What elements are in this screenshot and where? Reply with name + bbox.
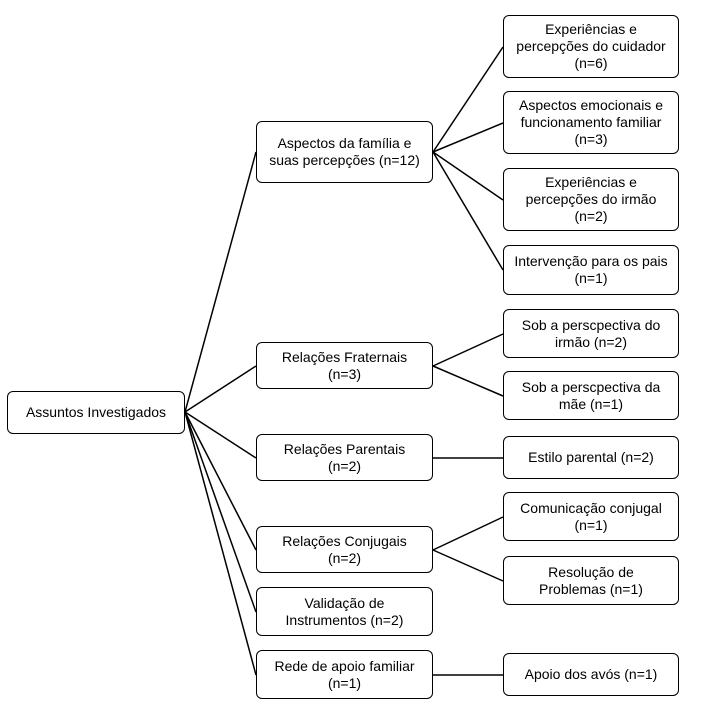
- leaf-node-sibling-perspective: Sob a perscpectiva do irmão (n=2): [503, 309, 679, 358]
- leaf-node-mother-perspective: Sob a perscpectiva da mãe (n=1): [503, 371, 679, 420]
- leaf-label: Aspectos emocionais e funcionamento fami…: [519, 97, 663, 147]
- connector-line: [184, 151, 257, 413]
- leaf-label: Intervenção para os pais (n=1): [514, 253, 668, 286]
- connector-line: [432, 549, 504, 582]
- connector-line: [432, 151, 504, 271]
- leaf-node-parent-intervention: Intervenção para os pais (n=1): [503, 245, 679, 295]
- category-node-parental-relations: Relações Parentais (n=2): [256, 434, 433, 481]
- root-label: Assuntos Investigados: [25, 404, 167, 420]
- leaf-label: Estilo parental (n=2): [528, 449, 654, 465]
- category-node-family-perceptions: Aspectos da família e suas percepções (n…: [256, 121, 433, 183]
- leaf-node-caregiver-experiences: Experiências e percepções do cuidador (n…: [503, 15, 679, 78]
- connector-line: [432, 46, 504, 153]
- category-label: Relações Fraternais (n=3): [281, 348, 408, 382]
- connector-line: [432, 516, 504, 551]
- leaf-node-grandparent-support: Apoio dos avós (n=1): [503, 653, 679, 696]
- leaf-label: Sob a perscpectiva da mãe (n=1): [521, 378, 661, 412]
- category-node-instrument-validation: Validação de Instrumentos (n=2): [256, 587, 433, 636]
- leaf-label: Comunicação conjugal (n=1): [520, 499, 662, 533]
- leaf-label: Apoio dos avós (n=1): [524, 666, 658, 682]
- connector-line: [432, 122, 504, 153]
- leaf-node-emotional-aspects: Aspectos emocionais e funcionamento fami…: [503, 91, 679, 154]
- leaf-label: Sob a perscpectiva do irmão (n=2): [521, 316, 661, 350]
- connector-line: [184, 411, 257, 459]
- category-label: Aspectos da família e suas percepções (n…: [269, 135, 420, 168]
- category-node-fraternal-relations: Relações Fraternais (n=3): [256, 342, 433, 389]
- leaf-node-sibling-experiences: Experiências e percepções do irmão (n=2): [503, 168, 679, 231]
- connector-line: [184, 365, 257, 413]
- category-label: Relações Conjugais (n=2): [282, 532, 407, 566]
- connector-line: [184, 411, 257, 551]
- leaf-label: Experiências e percepções do irmão (n=2): [525, 174, 657, 224]
- root-node: Assuntos Investigados: [7, 391, 185, 434]
- connector-line: [432, 333, 504, 367]
- connector-line: [432, 365, 504, 397]
- leaf-node-parenting-style: Estilo parental (n=2): [503, 436, 679, 479]
- leaf-label: Resolução de Problemas (n=1): [539, 563, 643, 597]
- category-label: Validação de Instrumentos (n=2): [285, 594, 404, 628]
- category-node-family-support-network: Rede de apoio familiar (n=1): [256, 650, 433, 699]
- category-label: Relações Parentais (n=2): [283, 440, 406, 474]
- category-label: Rede de apoio familiar (n=1): [274, 657, 415, 691]
- connector-line: [432, 151, 504, 201]
- leaf-node-marital-communication: Comunicação conjugal (n=1): [503, 492, 679, 541]
- connector-line: [184, 411, 257, 676]
- leaf-node-problem-solving: Resolução de Problemas (n=1): [503, 556, 679, 605]
- connector-line: [184, 411, 257, 613]
- category-node-marital-relations: Relações Conjugais (n=2): [256, 526, 433, 573]
- leaf-label: Experiências e percepções do cuidador (n…: [516, 21, 666, 71]
